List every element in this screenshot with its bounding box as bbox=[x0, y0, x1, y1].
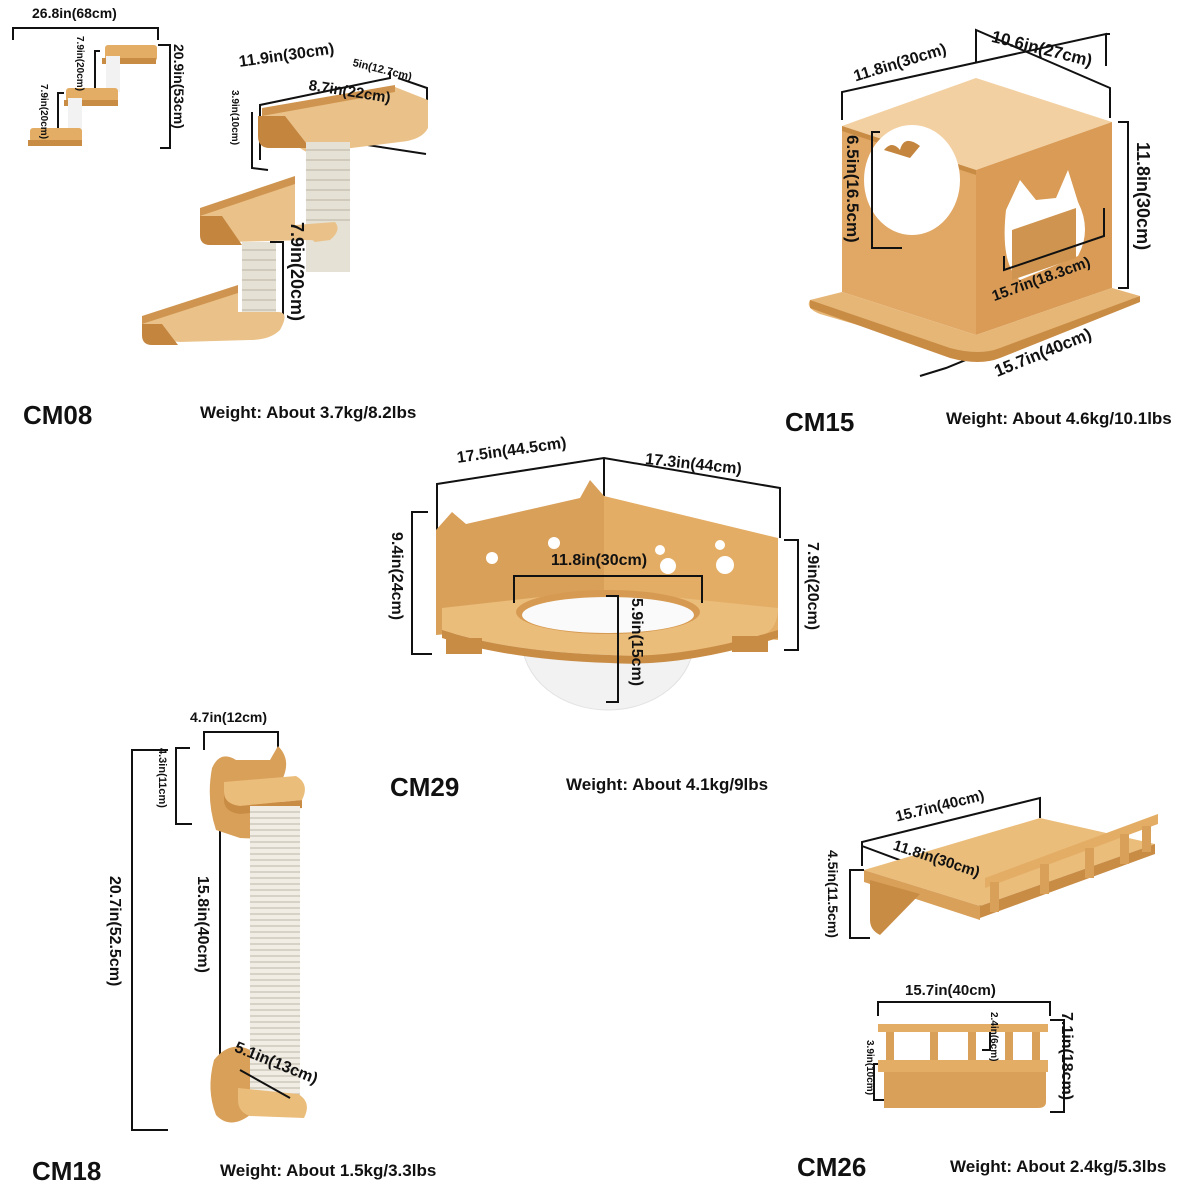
cm18-illustration bbox=[131, 731, 307, 1131]
cm08-weight: Weight: About 3.7kg/8.2lbs bbox=[200, 403, 417, 422]
cm15-dim-height: 11.8in(30cm) bbox=[1133, 142, 1153, 251]
cm08-dim-overall-width: 26.8in(68cm) bbox=[32, 5, 117, 21]
cm08-dim-post-height: 7.9in(20cm) bbox=[287, 222, 307, 322]
cm29-dim-left-height: 9.4in(24cm) bbox=[388, 532, 405, 621]
cm29-dim-bowl-diameter: 11.8in(30cm) bbox=[551, 552, 648, 569]
cm29-weight: Weight: About 4.1kg/9lbs bbox=[566, 775, 769, 794]
cm08-model-code: CM08 bbox=[23, 400, 93, 430]
cm26-dim-bracket-height: 3.9in(10cm) bbox=[864, 1040, 875, 1096]
cm08-dim-small-post-1: 7.9in(20cm) bbox=[74, 36, 85, 92]
cm15-dim-hole-height: 6.5in(16.5cm) bbox=[843, 135, 862, 243]
cm18-weight: Weight: About 1.5kg/3.3lbs bbox=[220, 1161, 437, 1180]
cm18-dim-top-width: 4.7in(12cm) bbox=[190, 709, 268, 725]
cm18-dim-overall-height: 20.7in(52.5cm) bbox=[106, 876, 123, 987]
cm08-dim-platform-height: 3.9in(10cm) bbox=[229, 90, 240, 146]
cm15-illustration bbox=[808, 28, 1140, 377]
cm15-weight: Weight: About 4.6kg/10.1lbs bbox=[946, 409, 1172, 428]
cm18-dim-top-height: 4.3in(11cm) bbox=[156, 748, 168, 808]
cm18-dim-post-length: 15.8in(40cm) bbox=[194, 876, 211, 973]
cm08-dim-small-post-2: 7.9in(20cm) bbox=[38, 84, 49, 140]
cm26-weight: Weight: About 2.4kg/5.3lbs bbox=[950, 1157, 1167, 1176]
cm26-perspective-illustration bbox=[849, 796, 1158, 939]
cm15-model-code: CM15 bbox=[785, 407, 855, 437]
cm26-dim-height: 4.5in(11.5cm) bbox=[825, 850, 841, 938]
cm18-model-code: CM18 bbox=[32, 1156, 102, 1186]
cm29-dim-bowl-depth: 5.9in(15cm) bbox=[628, 598, 645, 687]
cm26-model-code: CM26 bbox=[797, 1152, 867, 1182]
cm29-model-code: CM29 bbox=[390, 772, 460, 802]
cm29-dim-right-height: 7.9in(20cm) bbox=[804, 542, 821, 631]
cm29-illustration bbox=[411, 456, 799, 711]
cm26-dim-front-length: 15.7in(40cm) bbox=[905, 982, 996, 999]
cm26-front-illustration bbox=[873, 1001, 1065, 1113]
cm08-illustration bbox=[142, 72, 428, 345]
cm08-overview-illustration bbox=[12, 27, 171, 149]
cm26-dim-front-height: 7.1in(18cm) bbox=[1058, 1012, 1075, 1101]
cm08-dim-overall-height: 20.9in(53cm) bbox=[171, 44, 187, 129]
cm26-dim-rail-height: 2.4in(6cm) bbox=[988, 1012, 999, 1062]
